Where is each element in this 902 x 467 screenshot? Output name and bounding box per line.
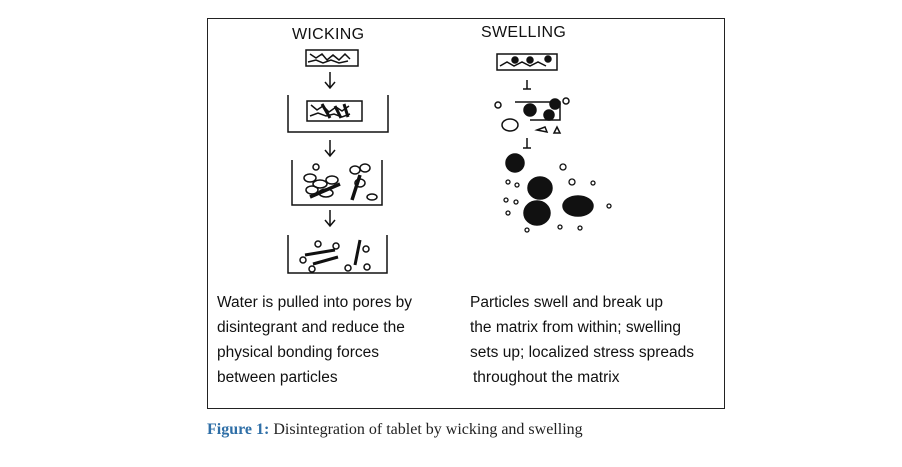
fragments xyxy=(503,163,612,233)
figure-frame xyxy=(207,18,725,409)
swelling-tablet xyxy=(496,53,558,71)
arrow-down-icon xyxy=(523,138,531,149)
wicking-description-line: Water is pulled into pores by xyxy=(217,294,412,311)
wicking-beaker-1 xyxy=(287,95,389,133)
wicking-beaker-2 xyxy=(291,160,383,206)
wicking-description: Water is pulled into pores by disintegra… xyxy=(217,290,412,390)
swelling-description-line: throughout the matrix xyxy=(473,369,620,386)
wicking-beaker-3 xyxy=(287,235,388,274)
wicking-tablet xyxy=(305,49,359,67)
caption-label: Figure 1: xyxy=(207,421,270,438)
arrow-down-icon xyxy=(324,140,336,158)
swelling-description: Particles swell and break up the matrix … xyxy=(470,290,694,390)
wicking-description-line: between particles xyxy=(217,369,338,386)
figure-caption: Figure 1: Disintegration of tablet by wi… xyxy=(207,421,583,439)
caption-text: Disintegration of tablet by wicking and … xyxy=(269,421,583,438)
wicking-description-line: disintegrant and reduce the xyxy=(217,319,405,336)
swelling-description-line: sets up; localized stress spreads xyxy=(470,344,694,361)
arrow-down-icon xyxy=(324,210,336,228)
wicking-description-line: physical bonding forces xyxy=(217,344,379,361)
swelling-breakup xyxy=(494,97,570,134)
swelling-description-line: Particles swell and break up xyxy=(470,294,663,311)
arrow-down-icon xyxy=(523,80,531,90)
swelling-title: SWELLING xyxy=(481,24,567,41)
swollen-particles xyxy=(505,153,594,226)
wicking-title: WICKING xyxy=(292,26,365,43)
arrow-down-icon xyxy=(324,72,336,90)
swelling-description-line: the matrix from within; swelling xyxy=(470,319,682,336)
